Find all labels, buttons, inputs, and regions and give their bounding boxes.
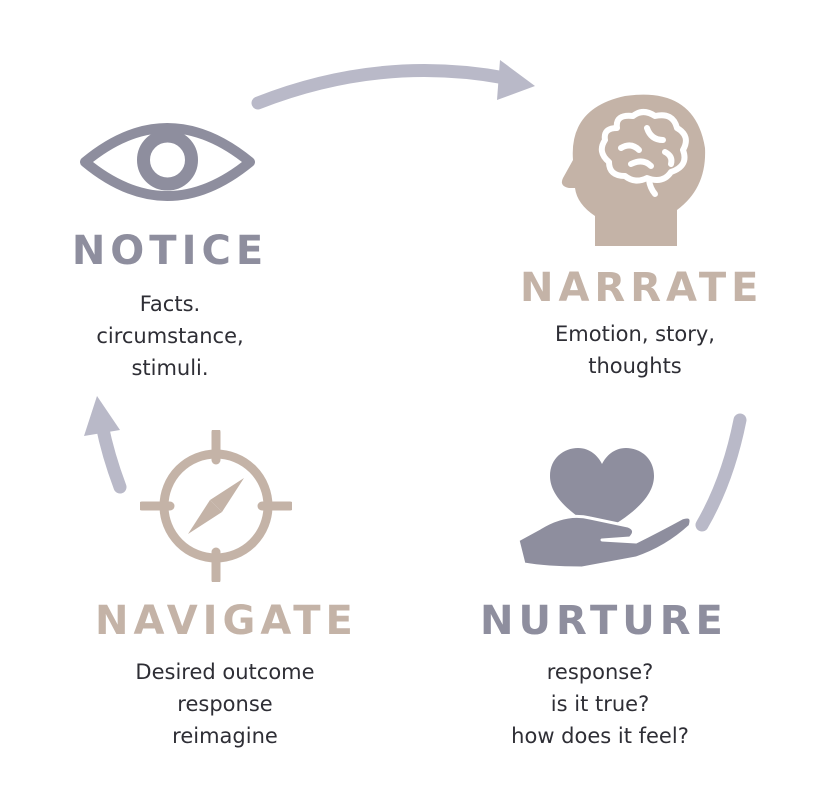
nurture-line-2: is it true? (550, 692, 650, 716)
nurture-description: response? is it true? how does it feel? (480, 656, 720, 752)
heart-in-hand-icon (516, 448, 693, 570)
nurture-title: NURTURE (480, 598, 728, 644)
narrate-line-2: thoughts (588, 354, 682, 378)
navigate-line-3: reimagine (172, 724, 278, 748)
narrate-title: NARRATE (520, 265, 764, 311)
head-brain-icon (561, 94, 706, 246)
notice-line-3: stimuli. (131, 356, 209, 380)
arrowhead-notice-to-narrate (497, 60, 535, 100)
navigate-description: Desired outcome response reimagine (100, 656, 350, 752)
navigate-line-1: Desired outcome (135, 660, 315, 684)
eye-icon (80, 123, 255, 201)
navigate-line-2: response (177, 692, 273, 716)
nurture-line-3: how does it feel? (511, 724, 689, 748)
compass-crosshair-icon (140, 430, 292, 582)
notice-title: NOTICE (71, 228, 269, 274)
notice-line-1: Facts. (139, 292, 201, 316)
navigate-title: NAVIGATE (95, 598, 358, 644)
arrow-navigate-to-notice (95, 418, 127, 494)
arrow-notice-to-narrate (251, 64, 512, 110)
arrowhead-navigate-to-notice (84, 396, 120, 436)
nurture-line-1: response? (546, 660, 654, 684)
notice-description: Facts. circumstance, stimuli. (50, 288, 290, 384)
narrate-line-1: Emotion, story, (555, 322, 715, 346)
notice-line-2: circumstance, (96, 324, 244, 348)
narrate-description: Emotion, story, thoughts (515, 318, 755, 382)
arrow-narrate-to-nurture (695, 413, 747, 532)
